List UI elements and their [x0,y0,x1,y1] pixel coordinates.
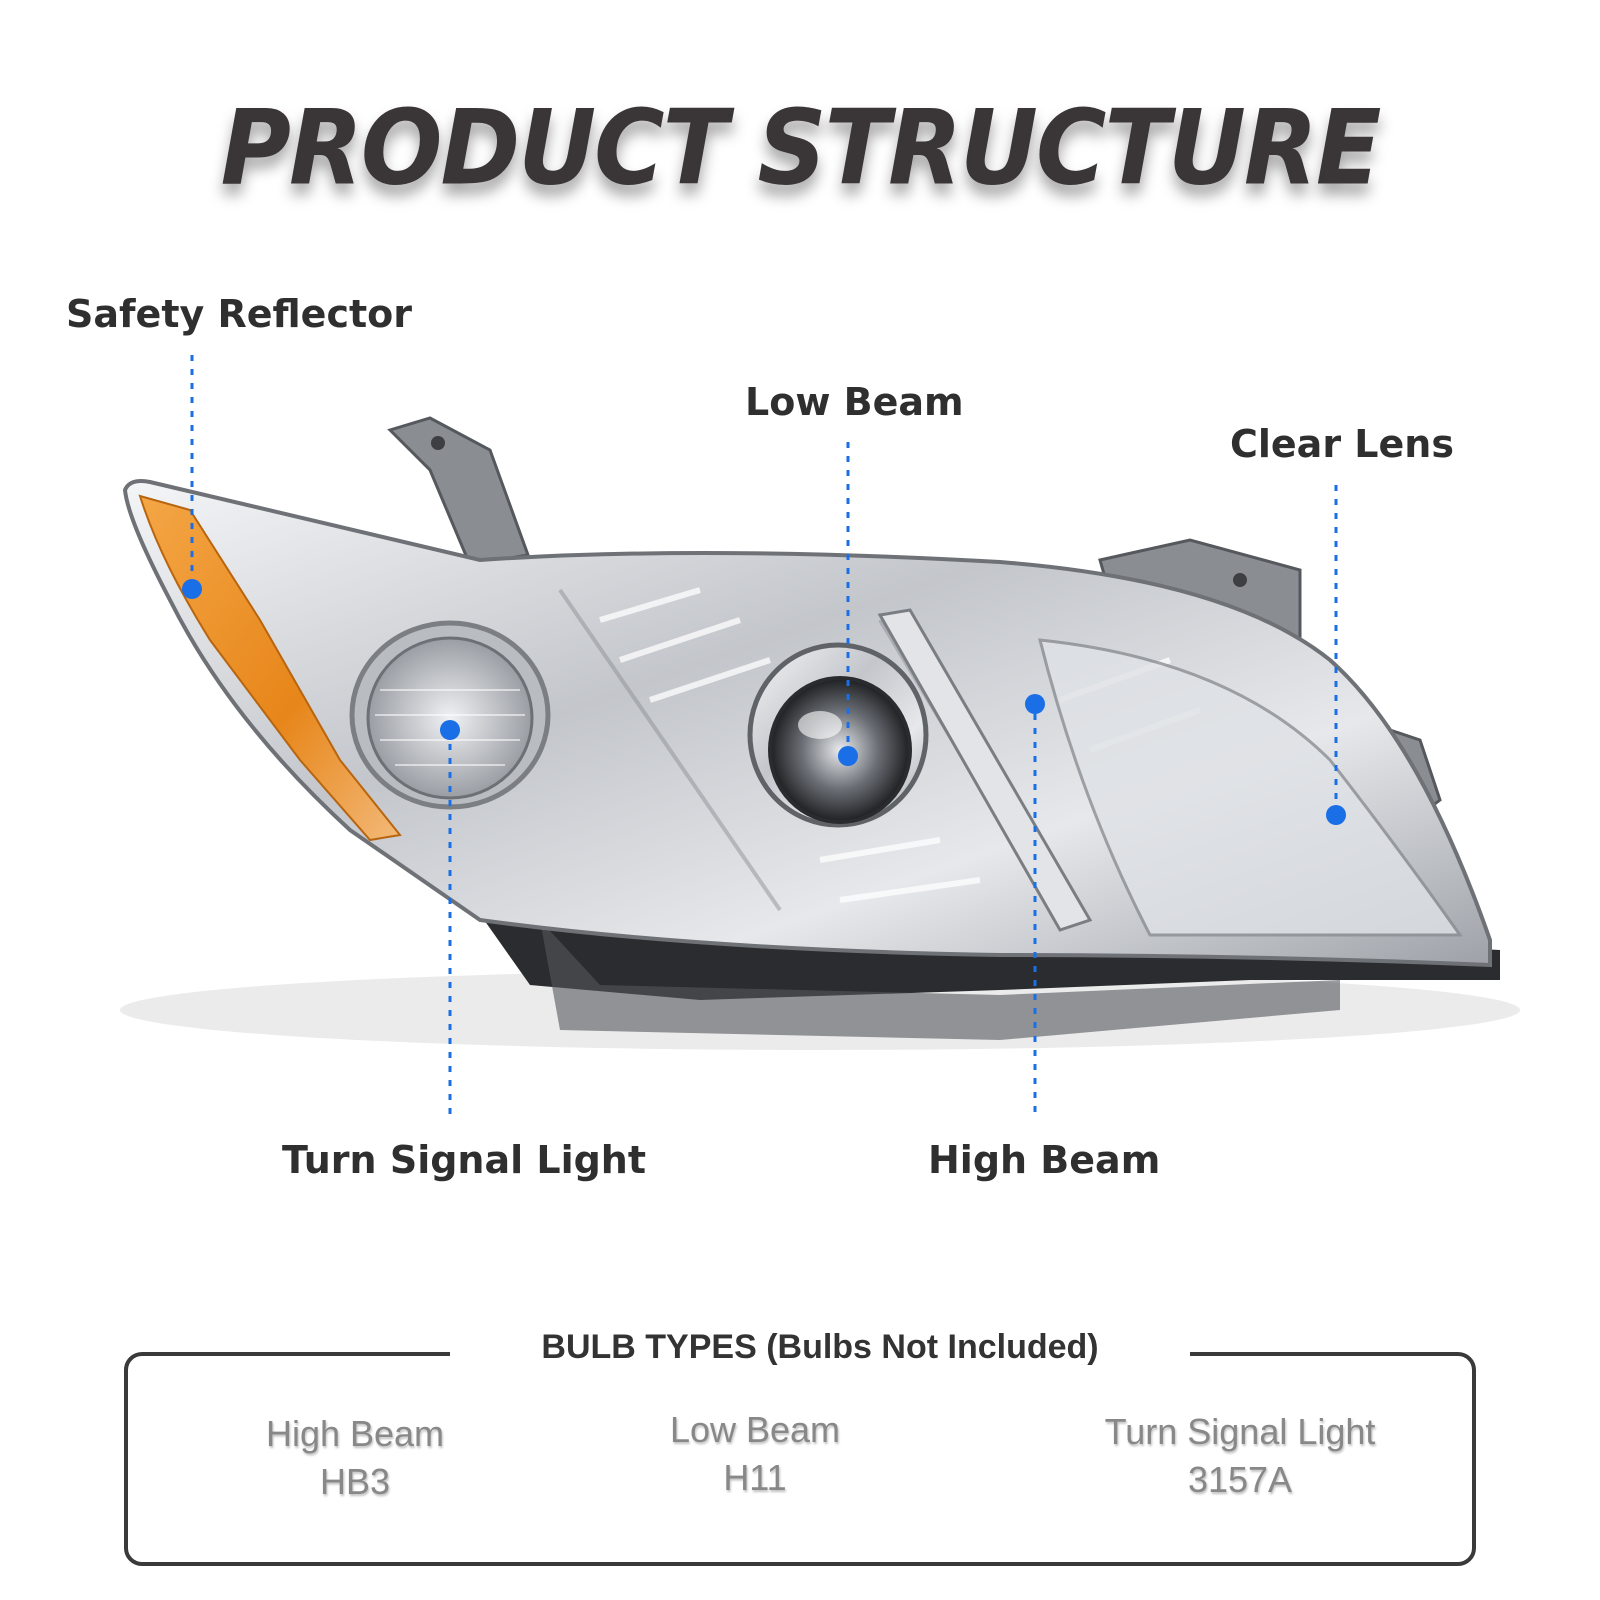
turn-signal-marker [440,720,460,740]
bulb-item-code: HB3 [319,1461,391,1502]
high-beam-marker [1025,694,1045,714]
callout-safety-reflector: Safety Reflector [66,292,412,336]
top-mounting-bracket [387,416,531,567]
bulb-item-high-beam: High Beam HB3 [215,1410,495,1506]
clear-lens-section [1038,638,1463,937]
callout-high-beam: High Beam [928,1138,1161,1182]
bulb-types-heading: BULB TYPES (Bulbs Not Included) [450,1328,1190,1367]
low-beam-marker [838,746,858,766]
bulb-item-name: Low Beam [669,1409,841,1450]
page-title: PRODUCT STRUCTURE [220,87,1382,209]
callout-low-beam: Low Beam [745,380,964,424]
bulb-item-turn-signal: Turn Signal Light 3157A [1050,1408,1430,1504]
high-beam-reflector-bar [877,608,1093,932]
callout-turn-signal: Turn Signal Light [282,1138,647,1182]
bulb-item-low-beam: Low Beam H11 [615,1406,895,1502]
bulb-item-code: H11 [723,1457,787,1498]
callout-clear-lens: Clear Lens [1230,422,1454,466]
bulb-item-code: 3157A [1187,1459,1293,1500]
safety-reflector-lens [138,494,402,842]
clear-lens-marker [1326,805,1346,825]
bulb-item-name: High Beam [265,1413,445,1454]
bulb-item-name: Turn Signal Light [1104,1411,1376,1452]
safety-reflector-marker [182,579,202,599]
